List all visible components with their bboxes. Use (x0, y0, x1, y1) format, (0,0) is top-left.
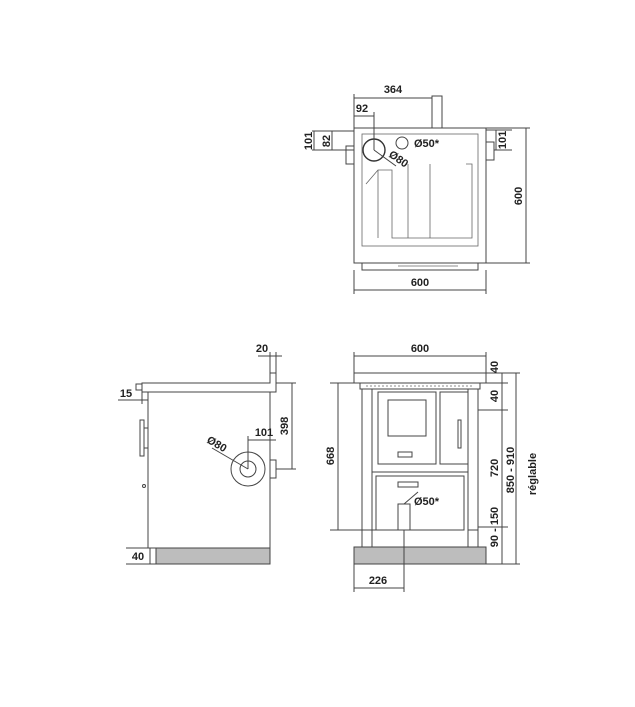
side-view-plinth (155, 547, 271, 565)
dim-40-top: 40 (489, 361, 501, 373)
label-d80: Ø80 (205, 434, 229, 455)
dim-850-910: 850 - 910 (505, 447, 517, 493)
label-d80: Ø80 (386, 149, 410, 171)
top-view-flue-d50 (395, 136, 409, 150)
top-view-oven-outline (365, 163, 473, 239)
side-view-top-plate (141, 372, 277, 393)
front-view-air-slider (397, 451, 413, 458)
dim-600-width: 600 (411, 277, 429, 289)
top-view-flue-collar (431, 95, 443, 129)
front-view-right-foot (467, 529, 479, 548)
leader-line (403, 491, 419, 505)
front-view: 600 40 40 720 90 - 150 850 - 910 réglabl… (325, 343, 539, 592)
front-view-firebox-glass (387, 399, 427, 437)
leader-line (373, 149, 397, 167)
front-view-firebox-door (377, 391, 437, 465)
dim-398: 398 (279, 417, 291, 435)
dim-40-second: 40 (489, 390, 501, 402)
top-view-front-rail (361, 262, 479, 271)
dim-15: 15 (120, 388, 132, 400)
front-view-left-foot (361, 529, 373, 548)
front-view-plinth (353, 546, 487, 565)
side-view-flue-stub (269, 459, 277, 479)
side-view-body (147, 391, 271, 549)
top-view: 364 92 101 82 101 600 600 Ø80 Ø50* (303, 84, 530, 294)
front-view-ash-handle (397, 481, 419, 488)
front-view-cooktop (353, 372, 487, 384)
label-d50: Ø50* (414, 138, 440, 150)
side-view-handle (139, 419, 145, 457)
dim-720: 720 (489, 459, 501, 477)
side-view-hinge (142, 484, 146, 488)
label-d50: Ø50* (414, 496, 440, 508)
dim-226: 226 (369, 575, 387, 587)
dim-101: 101 (303, 132, 315, 150)
front-view-body (361, 388, 479, 548)
front-view-oven-door (439, 391, 469, 465)
dim-92: 92 (356, 103, 368, 115)
dim-600: 600 (411, 343, 429, 355)
dim-668: 668 (325, 447, 337, 465)
dim-82: 82 (321, 135, 333, 147)
front-view-flue-d50 (397, 503, 411, 531)
front-view-ash-drawer (375, 475, 465, 531)
dim-20: 20 (256, 343, 268, 355)
label-reglable: réglable (527, 453, 539, 495)
dim-90-150: 90 - 150 (489, 507, 501, 547)
leader-line (211, 447, 249, 470)
front-view-oven-handle (457, 419, 462, 449)
dim-40: 40 (132, 551, 144, 563)
side-view: 20 15 398 101 40 Ø80 (118, 343, 296, 565)
top-view-left-handle (345, 145, 355, 165)
dim-600-depth: 600 (513, 187, 525, 205)
side-view-rail-knob (135, 383, 143, 391)
dim-101-right: 101 (497, 131, 509, 149)
top-view-inner-frame (361, 133, 479, 247)
dim-364: 364 (384, 84, 403, 96)
top-view-right-handle (485, 141, 495, 161)
dim-101: 101 (255, 427, 273, 439)
